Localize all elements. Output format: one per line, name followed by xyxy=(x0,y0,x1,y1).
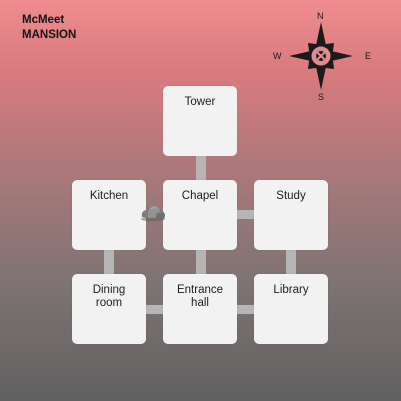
room-study[interactable]: Study xyxy=(254,180,328,250)
room-label: Tower xyxy=(184,96,216,108)
compass-east-label: E xyxy=(365,51,372,61)
room-label: Entrance hall xyxy=(176,284,224,309)
map-title: McMeet MANSION xyxy=(22,13,76,43)
room-kitchen[interactable]: Kitchen xyxy=(72,180,146,250)
connector-chapel-entrance xyxy=(196,249,206,276)
compass-north-label: N xyxy=(317,11,324,21)
room-label: Library xyxy=(273,284,309,296)
room-chapel[interactable]: Chapel xyxy=(163,180,237,250)
compass-west-label: W xyxy=(273,51,282,61)
connector-dining-entrance xyxy=(145,305,166,314)
compass-rose-icon xyxy=(289,22,353,90)
compass: N S W E xyxy=(273,8,371,108)
connector-study-library xyxy=(286,249,296,276)
room-tower[interactable]: Tower xyxy=(163,86,237,156)
room-label: Study xyxy=(276,190,306,202)
room-library[interactable]: Library xyxy=(254,274,328,344)
rock-pile-icon[interactable] xyxy=(139,200,167,222)
connector-kitchen-dining xyxy=(104,249,114,276)
room-label: Dining room xyxy=(92,284,126,309)
room-dining[interactable]: Dining room xyxy=(72,274,146,344)
room-label: Chapel xyxy=(181,190,219,202)
title-line-2: MANSION xyxy=(22,29,77,41)
connector-entrance-library xyxy=(235,305,256,314)
room-entrance[interactable]: Entrance hall xyxy=(163,274,237,344)
room-label: Kitchen xyxy=(89,190,129,202)
connector-tower-chapel xyxy=(196,155,206,182)
connector-chapel-study xyxy=(235,210,256,219)
title-line-1: McMeet xyxy=(22,14,65,26)
compass-south-label: S xyxy=(318,92,325,102)
